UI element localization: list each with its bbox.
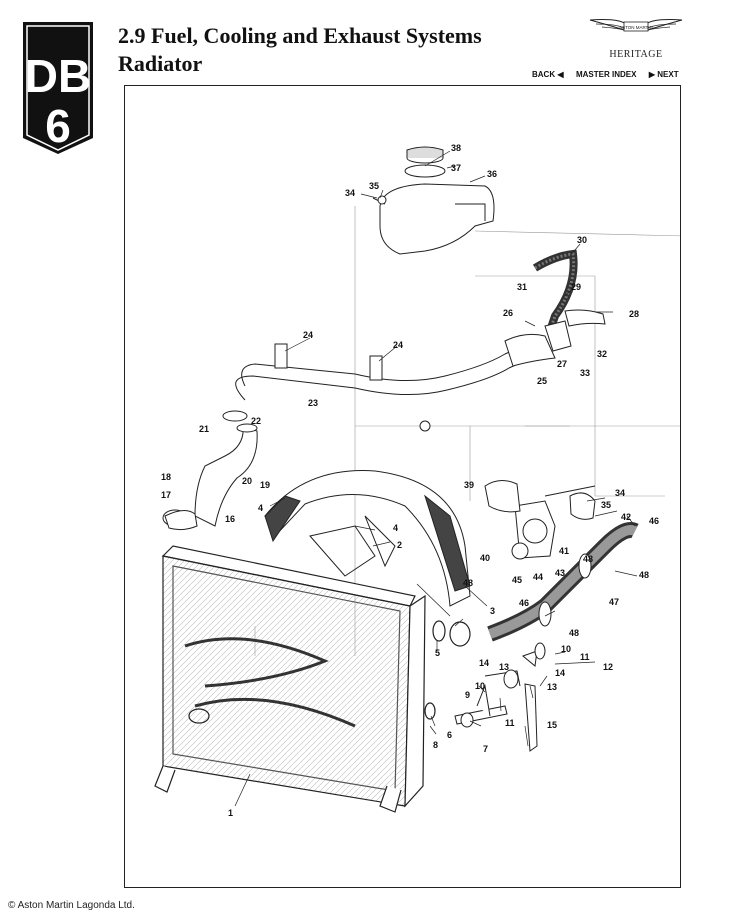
callout-31: 31: [517, 282, 527, 292]
expansion-tank: [372, 146, 495, 255]
brand-badge-text: ASTON MARTIN: [619, 25, 653, 30]
callout-34a: 34: [345, 188, 355, 198]
logo-numeral: 6: [45, 100, 71, 152]
callout-3: 3: [490, 606, 495, 616]
callout-5: 5: [435, 648, 440, 658]
callout-14a: 14: [479, 658, 489, 668]
callout-32: 32: [597, 349, 607, 359]
pump-assembly: [484, 480, 596, 560]
exploded-diagram-frame: 1 2 3 4 4 5 6 7 8 9 10 10 11 11 12 13 13…: [124, 85, 686, 888]
callout-10a: 10: [475, 681, 485, 691]
callout-24b: 24: [393, 340, 403, 350]
master-index-link[interactable]: MASTER INDEX: [575, 70, 637, 79]
callout-45: 45: [512, 575, 522, 585]
bottom-hose: [487, 522, 639, 642]
callout-29: 29: [571, 282, 581, 292]
callout-9: 9: [465, 690, 470, 700]
back-label: BACK: [532, 70, 556, 79]
aston-martin-wings-icon: ASTON MARTIN: [589, 19, 683, 32]
callout-46a: 46: [649, 516, 659, 526]
callout-16: 16: [225, 514, 235, 524]
logo-letters: DB: [25, 50, 91, 102]
top-pipe: [235, 320, 572, 401]
callout-41: 41: [559, 546, 569, 556]
callout-48d: 48: [569, 628, 579, 638]
callout-35b: 35: [601, 500, 611, 510]
callout-34b: 34: [615, 488, 625, 498]
brand-heritage: HERITAGE: [609, 49, 663, 60]
callout-48b: 48: [583, 554, 593, 564]
copyright: © Aston Martin Lagonda Ltd.: [8, 900, 135, 911]
callout-36: 36: [487, 169, 497, 179]
triangle-left-icon: ◀: [557, 70, 564, 79]
radiator-core: [154, 545, 471, 813]
callout-39: 39: [464, 480, 474, 490]
callout-8: 8: [433, 740, 438, 750]
callout-12: 12: [603, 662, 613, 672]
callout-17: 17: [161, 490, 171, 500]
construction-lines: [254, 206, 686, 656]
callout-46b: 46: [519, 598, 529, 608]
callout-13b: 13: [547, 682, 557, 692]
leader-lines: [234, 150, 638, 807]
back-link[interactable]: BACK ◀: [532, 70, 564, 79]
callout-44: 44: [533, 572, 543, 582]
next-link[interactable]: ▶ NEXT: [649, 70, 679, 79]
callout-43: 43: [555, 568, 565, 578]
drain-tap: [454, 642, 546, 752]
callout-15: 15: [547, 720, 557, 730]
callout-10b: 10: [561, 644, 571, 654]
callout-1: 1: [228, 808, 233, 818]
callout-7: 7: [483, 744, 488, 754]
title-subject: Radiator: [118, 51, 203, 76]
overflow-hose: [532, 249, 606, 333]
callout-11a: 11: [505, 718, 515, 728]
callout-24a: 24: [303, 330, 313, 340]
next-label: NEXT: [657, 70, 679, 79]
callout-2: 2: [397, 540, 402, 550]
bottom-left-hose: [162, 410, 258, 531]
brand-mark: ASTON MARTIN HERITAGE: [588, 12, 684, 60]
callout-18: 18: [161, 472, 171, 482]
radiator-exploded-diagram: 1 2 3 4 4 5 6 7 8 9 10 10 11 11 12 13 13…: [154, 143, 686, 818]
callout-labels: 1 2 3 4 4 5 6 7 8 9 10 10 11 11 12 13 13…: [161, 143, 659, 818]
callout-37: 37: [451, 163, 461, 173]
callout-13a: 13: [499, 662, 509, 672]
callout-38: 38: [451, 143, 461, 153]
callout-20: 20: [242, 476, 252, 486]
callout-26: 26: [503, 308, 513, 318]
callout-30: 30: [577, 235, 587, 245]
callout-47: 47: [609, 597, 619, 607]
callout-21: 21: [199, 424, 209, 434]
callout-4b: 4: [393, 523, 398, 533]
callout-28: 28: [629, 309, 639, 319]
db6-logo: DB 6: [21, 20, 95, 161]
callout-27: 27: [557, 359, 567, 369]
callout-6: 6: [447, 730, 452, 740]
fan-cowl: [264, 420, 471, 607]
nav-bar: BACK ◀ MASTER INDEX ▶ NEXT: [532, 70, 679, 79]
callout-25: 25: [537, 376, 547, 386]
page-title: 2.9 Fuel, Cooling and Exhaust Systems Ra…: [118, 22, 482, 78]
callout-19: 19: [260, 480, 270, 490]
callout-23: 23: [308, 398, 318, 408]
triangle-right-icon: ▶: [648, 70, 656, 79]
callout-11b: 11: [580, 652, 590, 662]
title-section: 2.9 Fuel, Cooling and Exhaust Systems: [118, 23, 482, 48]
callout-22: 22: [251, 416, 261, 426]
callout-33: 33: [580, 368, 590, 378]
callout-14b: 14: [555, 668, 565, 678]
callout-48a: 48: [463, 578, 473, 588]
callout-40: 40: [480, 553, 490, 563]
callout-48c: 48: [639, 570, 649, 580]
callout-42: 42: [621, 512, 631, 522]
callout-4a: 4: [258, 503, 263, 513]
callout-35a: 35: [369, 181, 379, 191]
